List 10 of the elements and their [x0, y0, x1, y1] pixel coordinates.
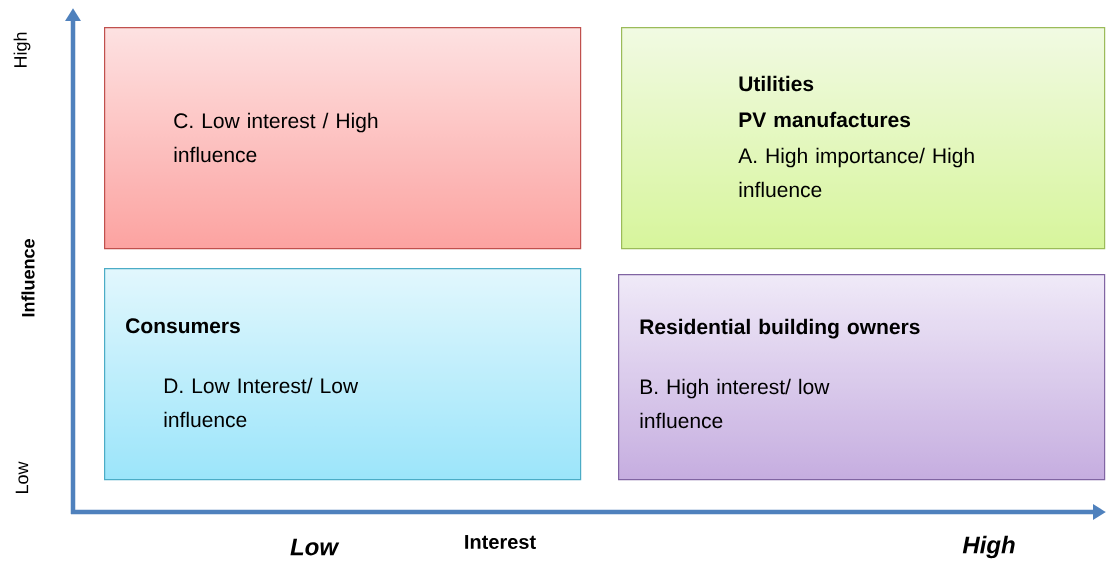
axis-label: Influence — [21, 239, 35, 317]
axis-label: Low — [290, 538, 340, 556]
quadrant-box: Consumers D. Low Interest/ Low influence — [104, 268, 582, 481]
quadrant-box: Utilities PV manufactures A. High importance/ High influence — [621, 27, 1106, 250]
quadrant-box: C. Low interest / High influence — [104, 27, 582, 250]
axis-label: High — [13, 32, 31, 68]
axis-label: Low — [15, 461, 29, 494]
axis-label: Interest — [465, 535, 536, 549]
quadrant-box: Residential building owners B. High interest/ low influence — [618, 274, 1106, 481]
axis-label: High — [962, 535, 1015, 559]
